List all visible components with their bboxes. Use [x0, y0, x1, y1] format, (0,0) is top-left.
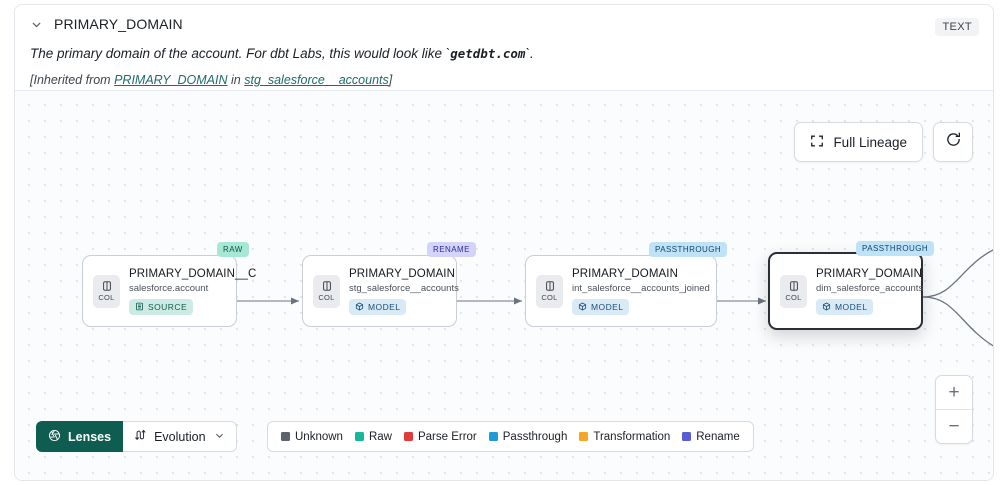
node-title: PRIMARY_DOMAIN	[816, 267, 922, 280]
column-detail-panel: PRIMARY_DOMAIN TEXT The primary domain o…	[14, 4, 994, 481]
zoom-in-button[interactable]: +	[948, 381, 960, 403]
node-kind-badge: MODEL	[349, 298, 407, 315]
column-chip-label: COL	[98, 293, 115, 302]
lineage-node-stg-salesforce-accounts[interactable]: COL PRIMARY_DOMAIN stg_salesforce__accou…	[302, 255, 459, 327]
expand-icon	[810, 134, 824, 151]
node-body: PRIMARY_DOMAIN int_salesforce__accounts_…	[572, 268, 710, 315]
column-chip: COL	[313, 274, 340, 308]
zoom-controls-divider	[936, 409, 972, 410]
description-suffix: `.	[525, 46, 534, 61]
evolution-label: Evolution	[154, 429, 206, 444]
legend-label: Passthrough	[502, 430, 568, 443]
lineage-node-int-salesforce-accounts-joined[interactable]: COL PRIMARY_DOMAIN int_salesforce__accou…	[525, 255, 717, 327]
node-body: PRIMARY_DOMAIN__C salesforce.account SOU…	[129, 268, 256, 315]
inherited-mid: in	[227, 73, 245, 87]
node-kind-badge: MODEL	[816, 298, 874, 315]
node-subtitle: salesforce.account	[129, 282, 209, 294]
evolution-arrows-icon	[133, 428, 146, 445]
legend-swatch	[579, 432, 589, 441]
node-subtitle: int_salesforce__accounts_joined	[572, 282, 710, 294]
node-title: PRIMARY_DOMAIN	[572, 267, 678, 280]
legend-item-raw: Raw	[354, 430, 392, 443]
node-tag-passthrough-selected: PASSTHROUGH	[856, 241, 935, 256]
column-chip-label: COL	[785, 293, 802, 302]
database-icon	[136, 302, 143, 311]
node-subtitle: dim_salesforce_accounts	[816, 282, 924, 294]
node-title: PRIMARY_DOMAIN__C	[129, 267, 257, 280]
lineage-node-primary-domain-c[interactable]: COL PRIMARY_DOMAIN__C salesforce.account…	[82, 255, 256, 327]
node-kind-label: MODEL	[835, 301, 868, 312]
chevron-down-icon	[214, 430, 225, 444]
cube-icon	[355, 302, 364, 311]
inherited-prefix: [Inherited from	[30, 73, 115, 87]
lineage-canvas[interactable]: Full Lineage + − RAW COL	[15, 91, 993, 480]
legend-label: Raw	[368, 430, 392, 443]
legend-label: Rename	[696, 430, 740, 443]
inherited-column-link[interactable]: PRIMARY_DOMAIN	[114, 73, 228, 87]
inherited-from-note: [Inherited from PRIMARY_DOMAIN in stg_sa…	[30, 73, 392, 87]
full-lineage-label: Full Lineage	[833, 134, 907, 150]
inherited-suffix: ]	[388, 73, 393, 87]
column-chip: COL	[536, 274, 563, 308]
cube-icon	[822, 302, 831, 311]
column-description: The primary domain of the account. For d…	[30, 46, 534, 61]
lineage-node-dim-salesforce-accounts[interactable]: COL PRIMARY_DOMAIN dim_salesforce_accoun…	[768, 252, 923, 330]
node-subtitle: stg_salesforce__accounts	[349, 282, 459, 294]
zoom-out-button[interactable]: −	[948, 415, 960, 437]
evolution-dropdown[interactable]: Evolution	[123, 421, 237, 452]
legend-item-parse-error: Parse Error	[403, 430, 477, 443]
aperture-icon	[48, 429, 61, 445]
legend-item-rename: Rename	[682, 430, 740, 443]
page-title: PRIMARY_DOMAIN	[54, 16, 183, 32]
column-chip-label: COL	[541, 293, 558, 302]
lenses-button[interactable]: Lenses	[36, 421, 124, 452]
full-lineage-button[interactable]: Full Lineage	[794, 122, 923, 162]
legend-label: Transformation	[593, 430, 671, 443]
legend-label: Unknown	[295, 430, 343, 443]
header-divider	[15, 90, 993, 91]
canvas-bottom-controls: Lenses Evolution	[36, 421, 237, 452]
legend-swatch	[682, 432, 692, 441]
node-kind-badge: SOURCE	[129, 298, 194, 315]
inherited-model-link[interactable]: stg_salesforce__accounts	[244, 73, 389, 87]
node-tag-raw: RAW	[217, 242, 249, 257]
chevron-down-icon[interactable]	[29, 17, 43, 31]
legend-swatch	[403, 432, 413, 441]
node-kind-label: SOURCE	[148, 301, 188, 312]
node-kind-badge: MODEL	[572, 298, 630, 315]
column-chip: COL	[780, 274, 807, 308]
zoom-controls: + −	[935, 375, 973, 444]
lenses-label: Lenses	[68, 429, 112, 444]
column-chip-label: COL	[318, 293, 335, 302]
cube-icon	[578, 302, 587, 311]
legend-item-transformation: Transformation	[579, 431, 670, 443]
legend-item-unknown: Unknown	[281, 431, 343, 443]
refresh-icon	[945, 131, 962, 153]
legend-swatch	[281, 432, 290, 441]
legend-swatch	[488, 432, 498, 441]
description-code: getdbt.com	[450, 46, 526, 61]
lineage-legend: Unknown Raw Parse Error Passthrough Tran…	[267, 421, 754, 452]
node-body: PRIMARY_DOMAIN stg_salesforce__accounts …	[349, 268, 459, 315]
column-chip: COL	[93, 274, 120, 308]
canvas-top-controls: Full Lineage	[794, 122, 973, 162]
legend-item-passthrough: Passthrough	[488, 430, 568, 443]
description-text: The primary domain of the account. For d…	[30, 46, 451, 61]
node-body: PRIMARY_DOMAIN dim_salesforce_accounts M…	[816, 268, 923, 315]
node-tag-passthrough: PASSTHROUGH	[649, 242, 728, 257]
node-kind-label: MODEL	[591, 301, 624, 312]
legend-swatch	[354, 432, 364, 441]
type-badge: TEXT	[935, 18, 979, 36]
node-tag-rename: RENAME	[427, 242, 476, 257]
legend-label: Parse Error	[417, 430, 477, 443]
header-title-row: PRIMARY_DOMAIN	[29, 16, 183, 32]
node-kind-label: MODEL	[368, 301, 401, 312]
node-title: PRIMARY_DOMAIN	[349, 267, 455, 280]
refresh-button[interactable]	[933, 122, 973, 162]
panel-header: PRIMARY_DOMAIN TEXT The primary domain o…	[15, 5, 993, 91]
